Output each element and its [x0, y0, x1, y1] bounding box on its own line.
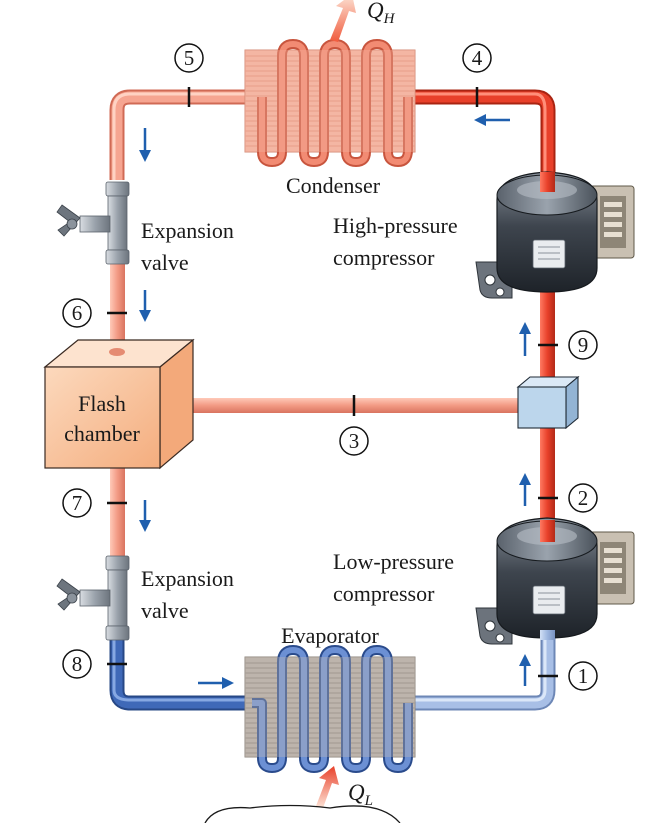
- svg-text:8: 8: [72, 652, 83, 676]
- state-point-8: 8: [62, 649, 92, 679]
- flash-chamber-label-line2: chamber: [64, 421, 140, 446]
- state-point-9: 9: [568, 330, 598, 360]
- state-point-6: 6: [62, 298, 92, 328]
- evaporator-label: Evaporator: [281, 623, 379, 648]
- expansion-valve-upper-label-line2: valve: [141, 250, 189, 275]
- flow-arrow-down-icon: [139, 500, 151, 532]
- pipe-valve-to-evaporator: [109, 640, 250, 711]
- low-pressure-compressor: [475, 517, 635, 645]
- evaporator: [244, 645, 416, 773]
- state-ticks: [107, 87, 558, 678]
- hp-compressor-label-line1: High-pressure: [333, 213, 458, 238]
- svg-text:2: 2: [578, 486, 589, 510]
- hp-compressor-label-line2: compressor: [333, 245, 435, 270]
- pipe-hp-compressor-to-condenser: [415, 89, 556, 185]
- expansion-valve-upper-label-line1: Expansion: [141, 218, 234, 243]
- svg-text:9: 9: [578, 333, 589, 357]
- expansion-valve-upper: [56, 181, 130, 265]
- expansion-valve-lower-label-line1: Expansion: [141, 566, 234, 591]
- flash-chamber: Flash chamber: [43, 338, 195, 470]
- high-pressure-compressor: [475, 171, 635, 299]
- svg-text:5: 5: [184, 46, 195, 70]
- pipe-mixer-to-hp-compressor: [540, 280, 555, 380]
- expansion-valve-lower-label-line2: valve: [141, 598, 189, 623]
- q-high-label: QH: [367, 0, 396, 27]
- lp-compressor-label-line1: Low-pressure: [333, 549, 454, 574]
- flow-arrows: [139, 114, 531, 689]
- svg-text:1: 1: [578, 664, 589, 688]
- pipe-evaporator-to-lp-compressor: [410, 625, 556, 711]
- svg-text:7: 7: [72, 491, 83, 515]
- state-point-2: 2: [568, 483, 598, 513]
- state-point-5: 5: [174, 43, 204, 73]
- pipe-condenser-to-valve: [109, 89, 245, 348]
- state-point-1: 1: [568, 661, 598, 691]
- state-point-7: 7: [62, 488, 92, 518]
- flow-arrow-up-icon: [519, 654, 531, 686]
- heat-absorption-arrow: [316, 766, 339, 808]
- heat-rejection-arrow: [330, 0, 356, 42]
- expansion-valve-lower: [56, 555, 130, 641]
- flow-arrow-down-icon: [139, 290, 151, 322]
- pipe-flash-liquid-to-valve: [110, 468, 125, 558]
- cold-space-outline: [204, 804, 401, 823]
- condenser: [244, 39, 416, 167]
- flow-arrow-up-icon: [519, 473, 531, 506]
- condenser-label: Condenser: [286, 173, 381, 198]
- pipe-flash-vapor-to-mixer: [185, 398, 520, 413]
- flow-arrow-down-icon: [139, 128, 151, 162]
- q-low-label: QL: [348, 780, 373, 809]
- flow-arrow-up-icon: [519, 322, 531, 356]
- state-point-4: 4: [462, 43, 492, 73]
- flow-arrow-left-icon: [474, 114, 510, 126]
- mixing-chamber: [516, 375, 580, 430]
- flash-chamber-label-line1: Flash: [78, 391, 126, 416]
- svg-text:3: 3: [349, 429, 360, 453]
- lp-compressor-label-line2: compressor: [333, 581, 435, 606]
- state-point-3: 3: [339, 426, 369, 456]
- flow-arrow-right-icon: [198, 677, 234, 689]
- svg-text:4: 4: [472, 46, 483, 70]
- svg-text:6: 6: [72, 301, 83, 325]
